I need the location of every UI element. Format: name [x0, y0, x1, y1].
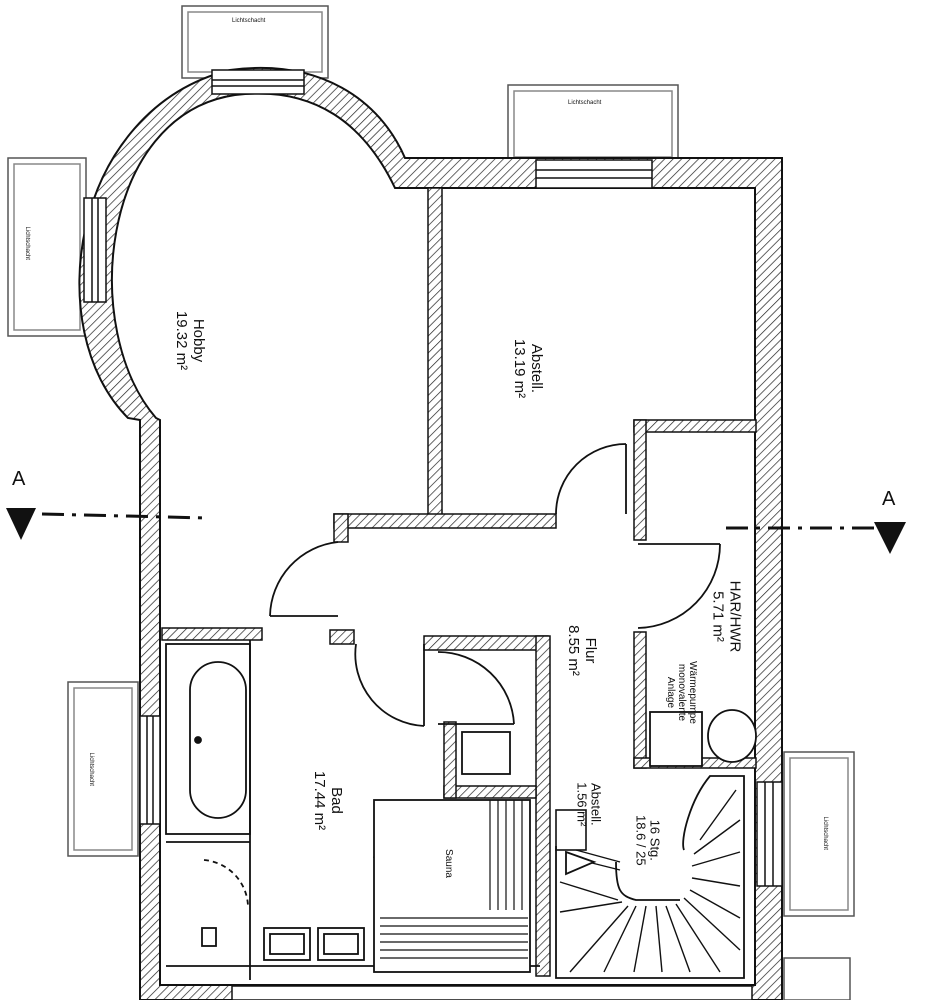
door-bad	[354, 643, 425, 727]
wall-wc-top	[423, 635, 549, 651]
section-marker-right	[874, 522, 906, 554]
stair-steps: 16 Stg.	[647, 819, 663, 861]
sauna	[373, 799, 531, 973]
room-label-abstell: Abstell. 13.19 m²	[511, 338, 546, 399]
room-area-bad: 17.44 m²	[311, 770, 329, 831]
room-name-har-hwr: HAR/HWR	[726, 580, 744, 653]
bathtub	[189, 661, 247, 819]
heat-pump-equipment	[649, 709, 757, 767]
room-area-hobby: 19.32 m²	[173, 310, 191, 371]
room-area-abstell: 13.19 m²	[511, 338, 529, 399]
wall-bad-stub	[329, 629, 355, 645]
room-label-har-hwr: HAR/HWR 5.71 m²	[709, 580, 744, 653]
light-well-label-left-top: Lichtschacht	[23, 226, 30, 260]
toilet-box	[461, 731, 511, 775]
wall-sauna-top	[443, 785, 537, 799]
light-well-right	[783, 751, 855, 917]
window-left	[83, 197, 107, 303]
section-line	[6, 508, 906, 554]
wall-abstell-left	[535, 635, 551, 977]
heat-pump-label-line3: Anlage	[664, 676, 676, 709]
window-right	[756, 781, 783, 887]
stair-arrow	[565, 850, 597, 876]
light-well-top-right	[507, 84, 679, 164]
wall-har-left-upper	[633, 419, 647, 541]
heat-pump-tank	[707, 709, 757, 763]
wall-har-left-lower	[633, 631, 647, 769]
room-label-hobby: Hobby 19.32 m²	[173, 310, 208, 371]
light-well-bottom-right	[783, 957, 851, 1000]
window-bad	[139, 715, 161, 825]
staircase	[555, 775, 745, 979]
window-top-left	[211, 69, 305, 95]
light-well-label-left-bottom: Lichtschacht	[87, 752, 94, 786]
room-area-har-hwr: 5.71 m²	[709, 591, 727, 642]
light-wells	[7, 5, 855, 1000]
stair-label: 16 Stg. 18.6 / 25	[633, 815, 662, 866]
window-bottom	[231, 985, 753, 1000]
light-well-label-top-right: Lichtschacht	[568, 100, 602, 106]
window-top-right	[535, 159, 653, 189]
section-label-left: A	[12, 468, 26, 490]
room-name-bad: Bad	[328, 787, 346, 814]
room-label-flur: Flur 8.55 m²	[565, 625, 599, 676]
heat-pump-label-line1: Wärmepumpe	[686, 661, 698, 724]
room-name-abstell-small: Abstell.	[588, 782, 604, 826]
room-area-abstell-small: 1.56 m²	[574, 782, 590, 827]
heat-pump-label: Wärmepumpe monovalente Anlage	[665, 661, 698, 724]
door-hobby	[269, 541, 339, 617]
door-abstell	[555, 443, 627, 515]
light-well-left-bottom	[67, 681, 139, 857]
light-well-top-left	[181, 5, 329, 79]
sauna-label: Sauna	[442, 849, 454, 878]
wall-hobby-abstell	[427, 187, 443, 517]
wall-bad-top	[161, 627, 263, 641]
room-name-abstell: Abstell.	[528, 343, 546, 394]
section-marker-left	[6, 508, 36, 540]
section-label-right: A	[882, 488, 896, 510]
light-well-label-top-left: Lichtschacht	[232, 18, 266, 24]
heat-pump-label-line2: monovalente	[675, 663, 687, 722]
room-name-flur: Flur	[581, 637, 599, 664]
interior-walls	[161, 187, 757, 977]
room-name-hobby: Hobby	[190, 318, 208, 363]
door-wc	[437, 651, 515, 725]
room-label-abstell-small: Abstell. 1.56 m²	[574, 782, 603, 826]
door-shower	[203, 859, 249, 907]
wall-flur-top	[333, 513, 557, 529]
wc-fixture	[201, 927, 217, 947]
room-label-bad: Bad 17.44 m²	[311, 770, 346, 831]
bathroom-fixtures	[165, 640, 540, 980]
stair-ratio: 18.6 / 25	[633, 814, 649, 866]
wall-flur-left-stub	[333, 513, 349, 543]
wall-har-top	[633, 419, 757, 433]
door-har	[637, 543, 721, 629]
windows	[83, 69, 783, 1000]
wall-sauna-left	[443, 721, 457, 799]
light-well-left-top	[7, 157, 87, 337]
room-area-flur: 8.55 m²	[565, 625, 583, 676]
light-well-label-right: Lichtschacht	[821, 816, 828, 850]
heat-pump-box	[649, 711, 703, 767]
